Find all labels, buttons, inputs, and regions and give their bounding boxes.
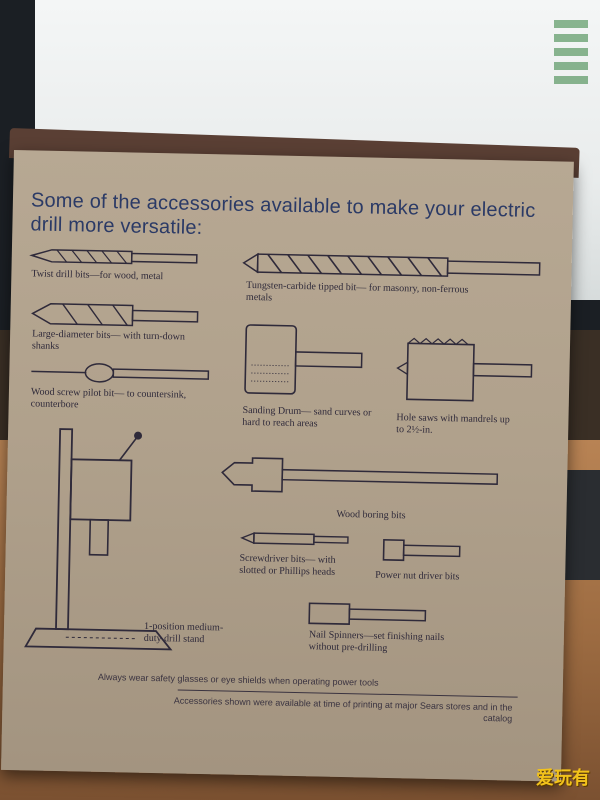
- screen-icons: [554, 20, 588, 90]
- hole-saw-icon: [396, 337, 533, 402]
- nut-driver-label: Power nut driver bits: [375, 569, 460, 583]
- nut-driver-bit-icon: [382, 539, 461, 562]
- cardboard-box: Some of the accessories available to mak…: [1, 150, 574, 782]
- footnote: Accessories shown were available at time…: [173, 695, 513, 724]
- tungsten-bit-label: Tungsten-carbide tipped bit— for masonry…: [245, 279, 469, 304]
- box-print: Some of the accessories available to mak…: [1, 150, 574, 782]
- screwdriver-bit-icon: [240, 532, 349, 546]
- wood-boring-label: Wood boring bits: [336, 508, 406, 522]
- hole-saws-label: Hole saws with mandrels up to 2½-in.: [396, 412, 510, 436]
- wood-screw-label: Wood screw pilot bit— to countersink, co…: [30, 386, 187, 411]
- twist-drill-bit-icon: [29, 249, 198, 265]
- box-headline: Some of the accessories available to mak…: [30, 189, 536, 239]
- nail-spinners-label: Nail Spinners—set finishing nails withou…: [308, 629, 445, 654]
- wood-screw-pilot-bit-icon: [31, 363, 210, 383]
- drill-stand-label: 1-position medium-duty drill stand: [143, 620, 224, 646]
- screwdriver-bits-label: Screwdriver bits— with slotted or Philli…: [239, 552, 336, 578]
- sanding-drum-icon: [244, 324, 363, 395]
- tungsten-carbide-bit-icon: [242, 252, 541, 277]
- wood-boring-bit-icon: [221, 457, 499, 493]
- sanding-drum-label: Sanding Drum— sand curves or hard to rea…: [242, 404, 372, 430]
- twist-drill-label: Twist drill bits—for wood, metal: [31, 268, 164, 283]
- safety-warning: Always wear safety glasses or eye shield…: [97, 671, 379, 688]
- large-diameter-label: Large-diameter bits— with turn-down shan…: [31, 328, 186, 352]
- drill-stand-icon: [24, 428, 173, 651]
- large-diameter-bit-icon: [31, 303, 199, 327]
- nail-spinner-icon: [308, 602, 427, 625]
- site-watermark-logo: 爱玩有: [536, 768, 590, 789]
